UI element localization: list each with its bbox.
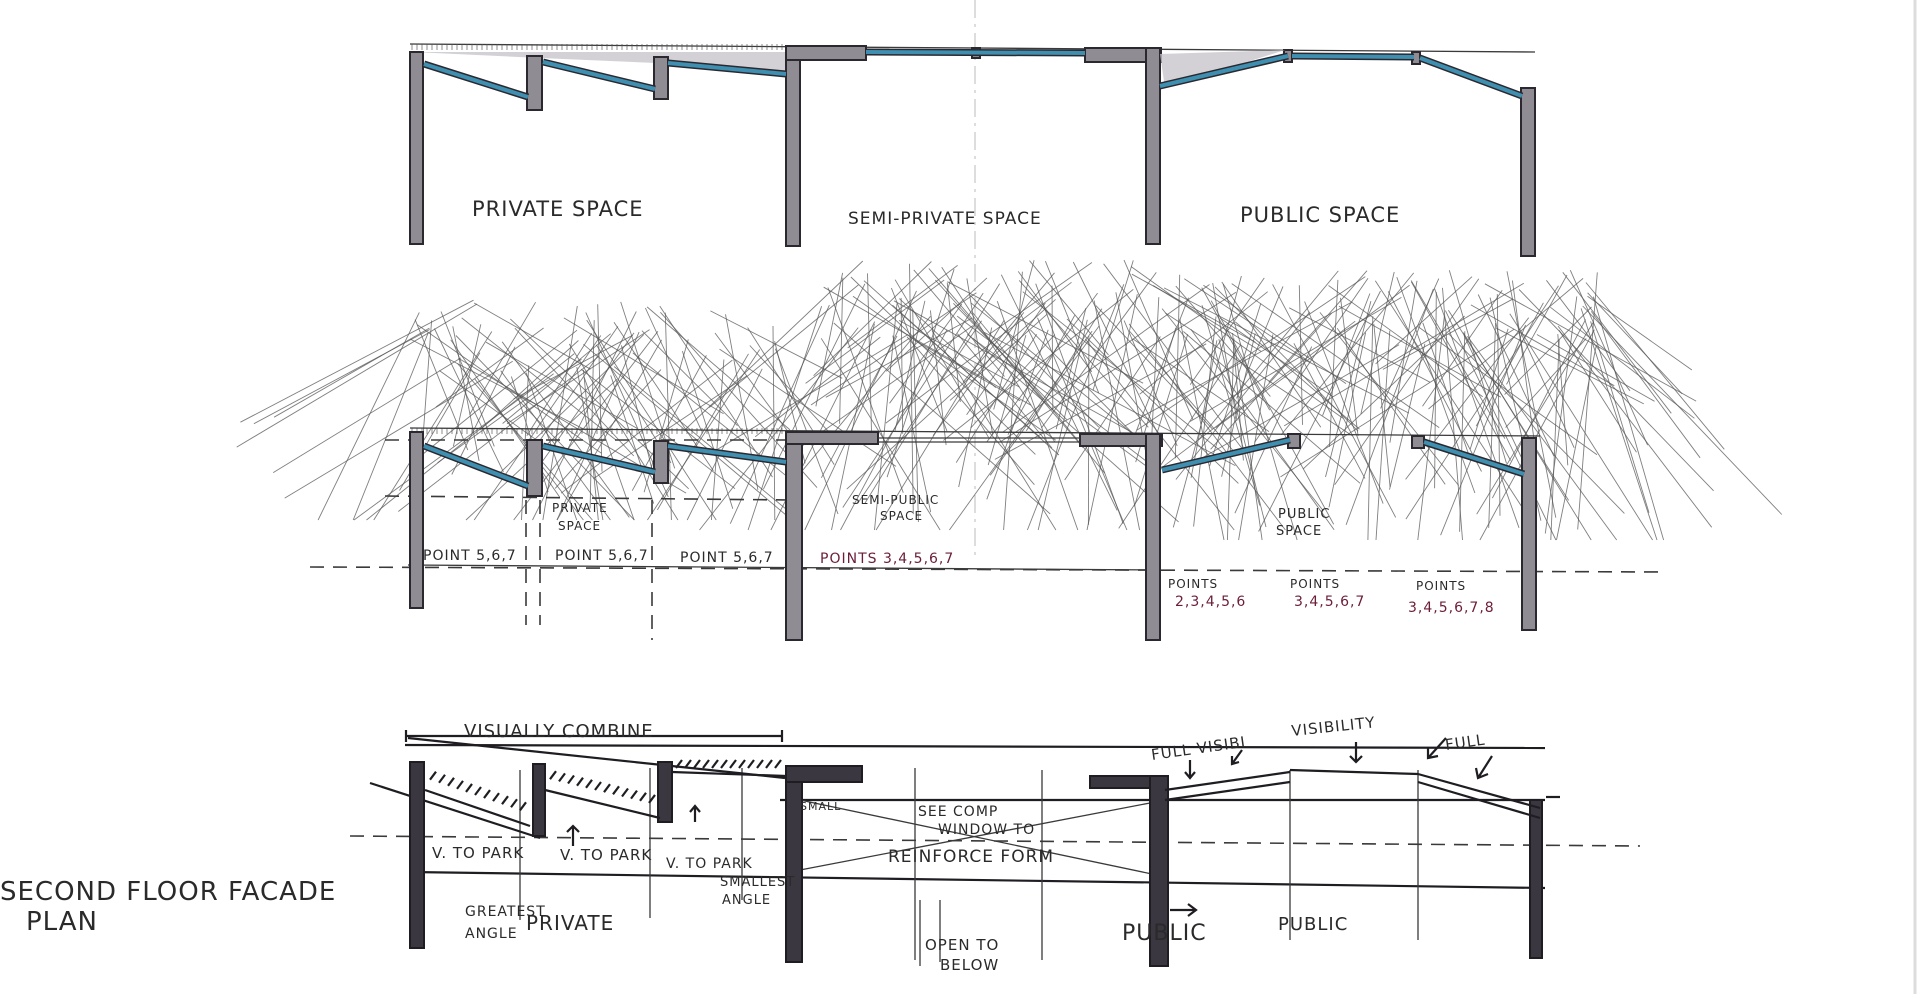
points-label-2: POINT 5,6,7 xyxy=(555,548,649,564)
full-note: FULL xyxy=(1444,731,1486,754)
roof-hatching xyxy=(429,759,782,811)
public-points-title-2: POINTS xyxy=(1290,577,1340,591)
public-points-values-3: 3,4,5,6,7,8 xyxy=(1408,600,1495,616)
drawing-title: SECOND FLOOR FACADE PLAN xyxy=(0,877,336,937)
smallest-angle-note-1: SMALLEST xyxy=(720,875,795,890)
visually-combine-note: VISUALLY COMBINE xyxy=(464,721,654,742)
arrow-to-park xyxy=(566,824,580,846)
public-note-2: PUBLIC xyxy=(1278,914,1348,935)
to-park-note-1: V. TO PARK xyxy=(432,844,524,862)
section-three-diagram: VISUALLY COMBINE V. TO PARK V. TO PARK V… xyxy=(349,713,1641,974)
arrow-to-park-2 xyxy=(689,804,701,822)
private-note: PRIVATE xyxy=(526,911,614,935)
small-note: SMALL xyxy=(800,800,841,813)
public-points-values-1: 2,3,4,5,6 xyxy=(1175,594,1246,610)
points-label-4: POINTS 3,4,5,6,7 xyxy=(820,551,954,567)
semi-public-space-note-1: SEMI-PUBLIC xyxy=(852,493,939,507)
private-space-note-1: PRIVATE xyxy=(552,501,608,515)
to-park-note-2: V. TO PARK xyxy=(560,846,652,864)
visibility-sightlines xyxy=(236,259,1783,541)
smallest-angle-note-2: ANGLE xyxy=(722,893,771,908)
arrow-visibility-2 xyxy=(1349,742,1363,764)
public-space-label: PUBLIC SPACE xyxy=(1240,203,1400,227)
open-to-below-note-1: OPEN TO xyxy=(925,936,999,954)
semi-private-space-label: SEMI-PRIVATE SPACE xyxy=(848,209,1042,229)
visibility-note: VISIBILITY xyxy=(1291,713,1377,740)
private-space-note-2: SPACE xyxy=(558,519,601,533)
roof-hatching xyxy=(411,44,783,50)
title-line-2: PLAN xyxy=(26,907,98,937)
public-points-title-3: POINTS xyxy=(1416,579,1466,593)
public-points-title-1: POINTS xyxy=(1168,577,1218,591)
points-label-1: POINT 5,6,7 xyxy=(423,548,517,564)
reinforce-form-note: REINFORCE FORM xyxy=(888,847,1054,867)
public-points-values-2: 3,4,5,6,7 xyxy=(1294,594,1365,610)
arrow-full xyxy=(1426,737,1447,760)
public-note-1: PUBLIC xyxy=(1122,921,1207,946)
arrow-full-visibility xyxy=(1184,760,1196,780)
to-park-note-3: V. TO PARK xyxy=(666,856,753,872)
public-space-note-2: SPACE xyxy=(1276,524,1322,539)
semi-public-space-note-2: SPACE xyxy=(880,509,923,523)
arrow-public xyxy=(1170,903,1198,917)
private-space-label: PRIVATE SPACE xyxy=(472,197,644,221)
arrow-full-2 xyxy=(1474,755,1493,780)
greatest-angle-note-2: ANGLE xyxy=(465,926,518,942)
title-line-1: SECOND FLOOR FACADE xyxy=(0,877,336,907)
points-label-3: POINT 5,6,7 xyxy=(680,550,774,566)
public-space-note-1: PUBLIC xyxy=(1278,507,1330,522)
see-comp-note-2: WINDOW TO xyxy=(938,822,1035,838)
section-two-diagram: PRIVATE SPACE SEMI-PUBLIC SPACE PUBLIC S… xyxy=(236,259,1783,641)
section-one-diagram: PRIVATE SPACE SEMI-PRIVATE SPACE PUBLIC … xyxy=(409,43,1536,257)
arrow-visibility-1 xyxy=(1230,749,1243,766)
open-to-below-note-2: BELOW xyxy=(940,956,999,974)
greatest-angle-note-1: GREATEST xyxy=(465,904,546,920)
see-comp-note-1: SEE COMP xyxy=(918,804,998,820)
